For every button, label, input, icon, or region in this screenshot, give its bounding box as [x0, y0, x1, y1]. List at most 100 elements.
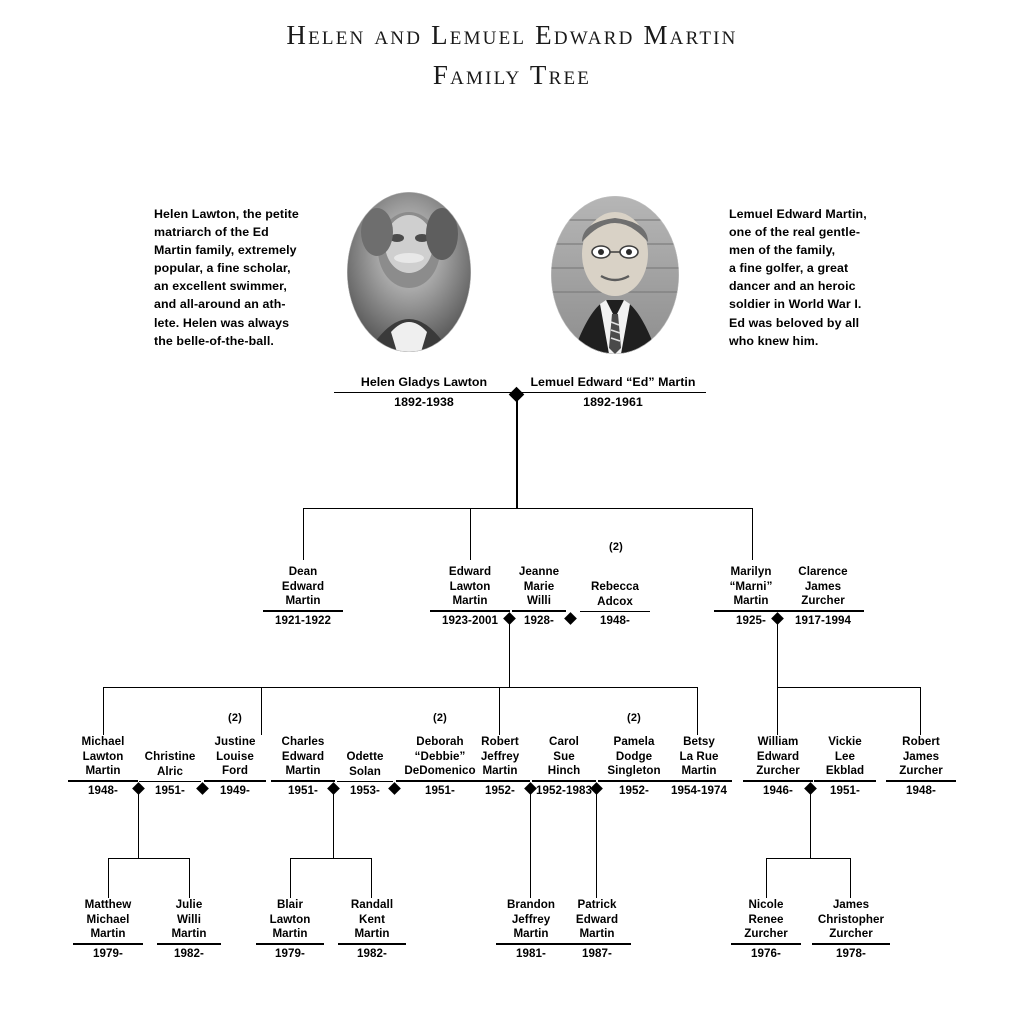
person-marilyn-marni-martin: Marilyn “Marni” Martin 1925- [714, 565, 788, 629]
sibling-bar-gen4-zurcher [766, 858, 851, 860]
person-rebecca-adcox: Rebecca Adcox 1948- [580, 580, 650, 629]
person-dates: 1951- [830, 783, 860, 797]
remarriage-marker-gen2: (2) [608, 541, 624, 553]
person-rule [532, 780, 596, 782]
person-name: Julie Willi Martin [171, 898, 207, 941]
descent-line-zurcher-family [777, 620, 779, 688]
person-jeanne-marie-willi: Jeanne Marie Willi 1928- [512, 565, 566, 629]
person-brandon-jeffrey-martin: Brandon Jeffrey Martin 1981- [496, 898, 566, 962]
person-rule [496, 943, 566, 945]
person-rule [271, 780, 335, 782]
person-charles-edward-martin: Charles Edward Martin 1951- [271, 735, 335, 799]
person-michael-lawton-martin: Michael Lawton Martin 1948- [68, 735, 138, 799]
person-betsy-la-rue-martin: Betsy La Rue Martin 1954-1974 [666, 735, 732, 799]
person-robert-jeffrey-martin: Robert Jeffrey Martin 1952- [470, 735, 530, 799]
person-lemuel-edward-martin: Lemuel Edward “Ed” Martin 1892-1961 [520, 374, 706, 410]
person-dates: 1952- [485, 783, 515, 797]
person-name: Edward Lawton Martin [448, 565, 492, 608]
person-rule [337, 780, 393, 783]
person-dates: 1954-1974 [671, 783, 727, 797]
sibling-drop-edward [470, 508, 472, 560]
person-name: Jeanne Marie Willi [518, 565, 560, 608]
person-dates: 1948- [88, 783, 118, 797]
person-blair-lawton-martin: Blair Lawton Martin 1979- [256, 898, 324, 962]
person-rule [731, 943, 801, 945]
person-dates: 1917-1994 [795, 613, 851, 627]
person-rule [73, 943, 143, 945]
person-rule [512, 610, 566, 612]
sibling-drop-matthew [107, 858, 109, 898]
person-dates: 1952-1983 [536, 783, 592, 797]
person-dates: 1949- [220, 783, 250, 797]
sibling-bar-gen4-charles [290, 858, 372, 860]
person-rule [157, 943, 221, 945]
person-dates: 1925- [736, 613, 766, 627]
person-julie-willi-martin: Julie Willi Martin 1982- [157, 898, 221, 962]
person-name: Deborah “Debbie” DeDomenico [404, 735, 476, 778]
sibling-drop-marilyn [752, 508, 754, 560]
person-name: Rebecca Adcox [590, 580, 640, 608]
person-pamela-dodge-singleton: Pamela Dodge Singleton 1952- [598, 735, 670, 799]
sibling-bar-gen3-zurcher [777, 687, 921, 689]
person-name: Clarence James Zurcher [798, 565, 848, 608]
person-name: Charles Edward Martin [281, 735, 325, 778]
person-rule [68, 780, 138, 782]
person-rule [714, 610, 788, 612]
person-name: Nicole Renee Zurcher [744, 898, 788, 941]
sibling-drop-nicole [765, 858, 767, 898]
descent-line-gen1 [515, 396, 518, 509]
person-dates: 1951- [155, 784, 185, 798]
person-vickie-lee-ekblad: Vickie Lee Ekblad 1951- [814, 735, 876, 799]
person-rule [520, 391, 706, 394]
descent-line-edward-family [509, 620, 511, 688]
person-name: William Edward Zurcher [756, 735, 800, 778]
remarriage-marker-charles: (2) [432, 712, 448, 724]
marriage-diamond-edward-rebecca [564, 612, 577, 625]
person-rule [782, 610, 864, 612]
person-dates: 1976- [751, 946, 781, 960]
person-rule [666, 780, 732, 782]
person-rule [334, 391, 514, 394]
person-name: Matthew Michael Martin [84, 898, 132, 941]
portrait-helen [347, 192, 471, 352]
person-dates: 1928- [524, 613, 554, 627]
descent-line-michael-family [138, 790, 140, 858]
person-dates: 1982- [174, 946, 204, 960]
person-dates: 1979- [93, 946, 123, 960]
person-dates: 1951- [288, 783, 318, 797]
person-dates: 1979- [275, 946, 305, 960]
person-dates: 1923-2001 [442, 613, 498, 627]
person-dates: 1948- [600, 614, 630, 628]
person-deborah-debbie-dedomenico: Deborah “Debbie” DeDomenico 1951- [396, 735, 484, 799]
person-dates: 1921-1922 [275, 613, 331, 627]
person-name: Helen Gladys Lawton [360, 375, 488, 389]
person-dates: 1948- [906, 783, 936, 797]
person-nicole-renee-zurcher: Nicole Renee Zurcher 1976- [731, 898, 801, 962]
person-rule [139, 780, 201, 783]
descent-line-patrick [596, 790, 598, 898]
sibling-drop-dean [302, 508, 304, 560]
sibling-drop-julie [189, 858, 191, 898]
person-dean-edward-martin: Dean Edward Martin 1921-1922 [263, 565, 343, 629]
person-rule [396, 780, 484, 782]
person-dates: 1978- [836, 946, 866, 960]
person-rule [814, 780, 876, 782]
page-subtitle: Family Tree [432, 60, 592, 90]
person-name: Robert Jeffrey Martin [480, 735, 520, 778]
person-name: Christine Alric [144, 750, 196, 778]
person-matthew-michael-martin: Matthew Michael Martin 1979- [73, 898, 143, 962]
person-dates: 1952- [619, 783, 649, 797]
person-name: Carol Sue Hinch [547, 735, 581, 778]
person-dates: 1987- [582, 946, 612, 960]
person-rule [263, 610, 343, 612]
person-name: James Christopher Zurcher [817, 898, 885, 941]
person-name: Pamela Dodge Singleton [607, 735, 661, 778]
person-name: Patrick Edward Martin [575, 898, 619, 941]
person-clarence-james-zurcher: Clarence James Zurcher 1917-1994 [782, 565, 864, 629]
caption-helen: Helen Lawton, the petite matriarch of th… [154, 207, 299, 348]
person-name: Dean Edward Martin [281, 565, 325, 608]
person-name: Michael Lawton Martin [81, 735, 125, 778]
sibling-bar-gen3-martin [103, 687, 698, 689]
portrait-ed [551, 196, 679, 354]
sibling-drop-betsy [697, 687, 699, 735]
